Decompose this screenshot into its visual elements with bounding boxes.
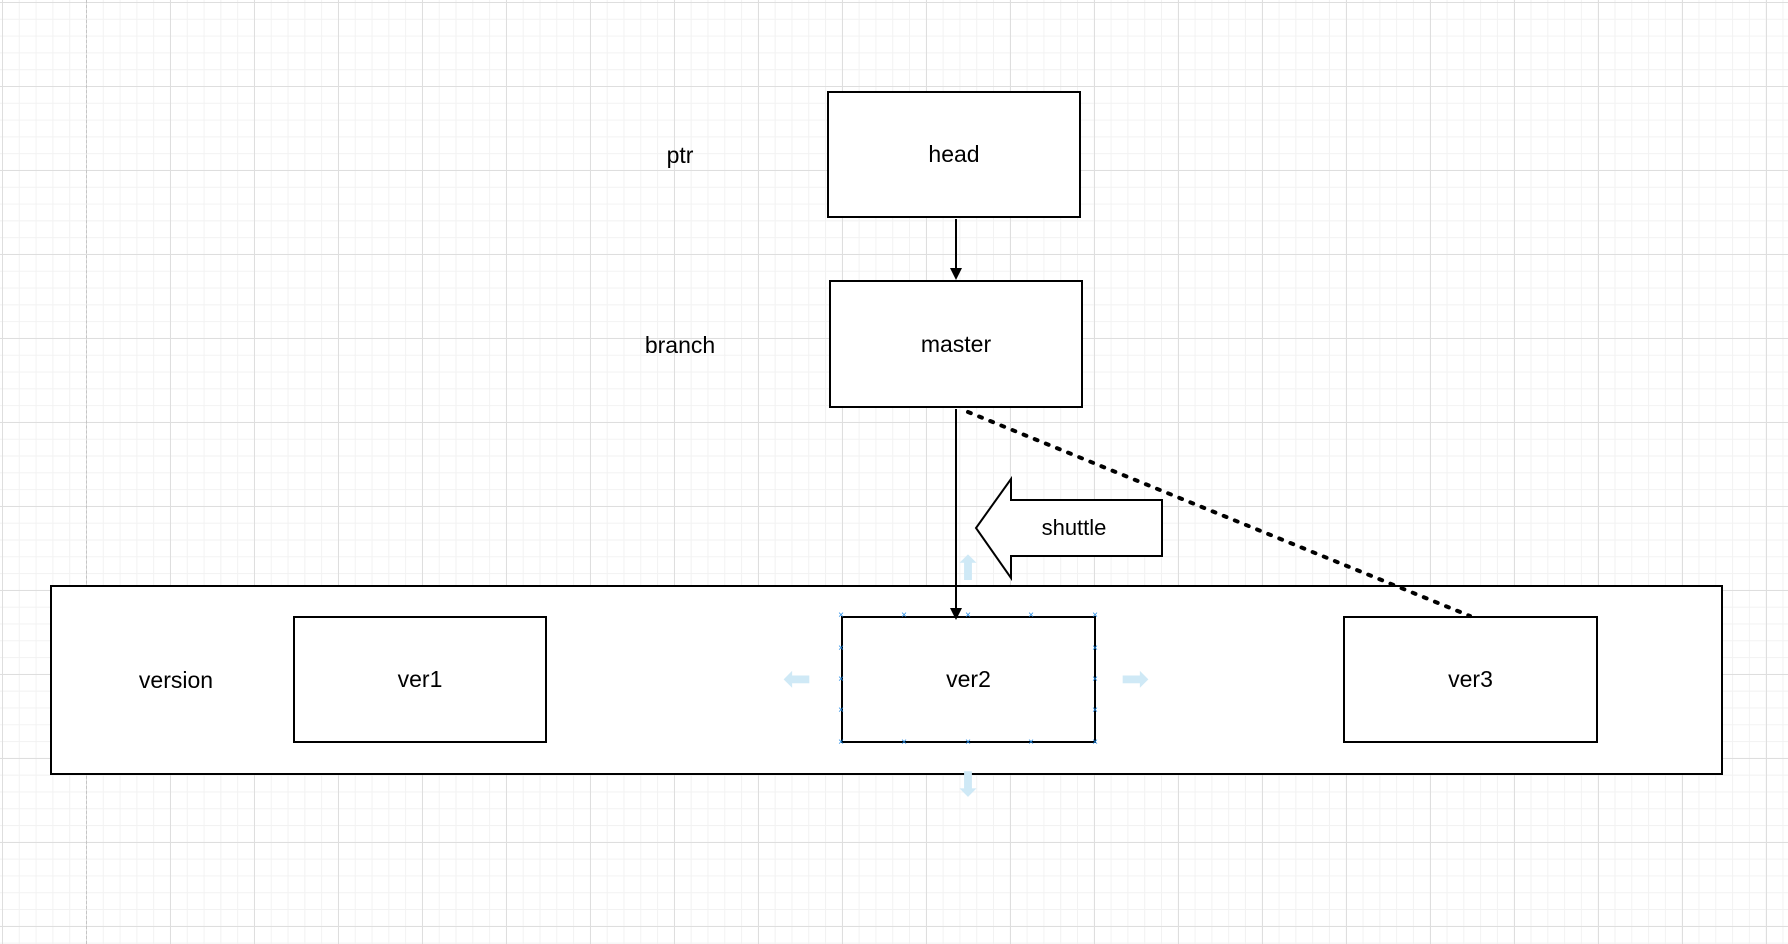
selection-handle[interactable]: ×: [838, 643, 844, 654]
selection-handle[interactable]: ×: [901, 610, 907, 621]
selection-handle[interactable]: ×: [838, 737, 844, 748]
selection-handle[interactable]: ×: [1092, 674, 1098, 685]
selection-handle[interactable]: ×: [838, 674, 844, 685]
arrow-right-icon[interactable]: ➡: [1120, 660, 1150, 698]
selection-handle[interactable]: ×: [901, 737, 907, 748]
shuttle-arrow-label: shuttle: [1041, 515, 1107, 540]
label-branch[interactable]: branch: [644, 331, 716, 358]
selection-handle[interactable]: ×: [1092, 737, 1098, 748]
selection-handle[interactable]: ×: [965, 737, 971, 748]
label-version[interactable]: version: [138, 666, 214, 693]
page-break-line: [86, 0, 87, 944]
selection-handle[interactable]: ×: [1092, 610, 1098, 621]
node-ver3[interactable]: ver3: [1343, 616, 1598, 743]
shuttle-arrow-shape[interactable]: [974, 475, 1163, 582]
selection-handle[interactable]: ×: [1028, 610, 1034, 621]
selection-handle[interactable]: ×: [838, 610, 844, 621]
selection-handle[interactable]: ×: [1092, 705, 1098, 716]
arrow-left-icon[interactable]: ⬅: [782, 660, 812, 698]
selection-handle[interactable]: ×: [1028, 737, 1034, 748]
label-ptr[interactable]: ptr: [666, 141, 694, 168]
selection-handle[interactable]: ×: [1092, 643, 1098, 654]
node-master[interactable]: master: [829, 280, 1083, 408]
node-head[interactable]: head: [827, 91, 1081, 218]
node-ver1[interactable]: ver1: [293, 616, 547, 743]
selection-handle[interactable]: ×: [965, 610, 971, 621]
arrow-down-icon[interactable]: ⬇: [953, 766, 983, 804]
node-ver2[interactable]: ver2: [841, 616, 1096, 743]
arrow-up-icon[interactable]: ⬆: [953, 550, 983, 588]
selection-handle[interactable]: ×: [838, 705, 844, 716]
